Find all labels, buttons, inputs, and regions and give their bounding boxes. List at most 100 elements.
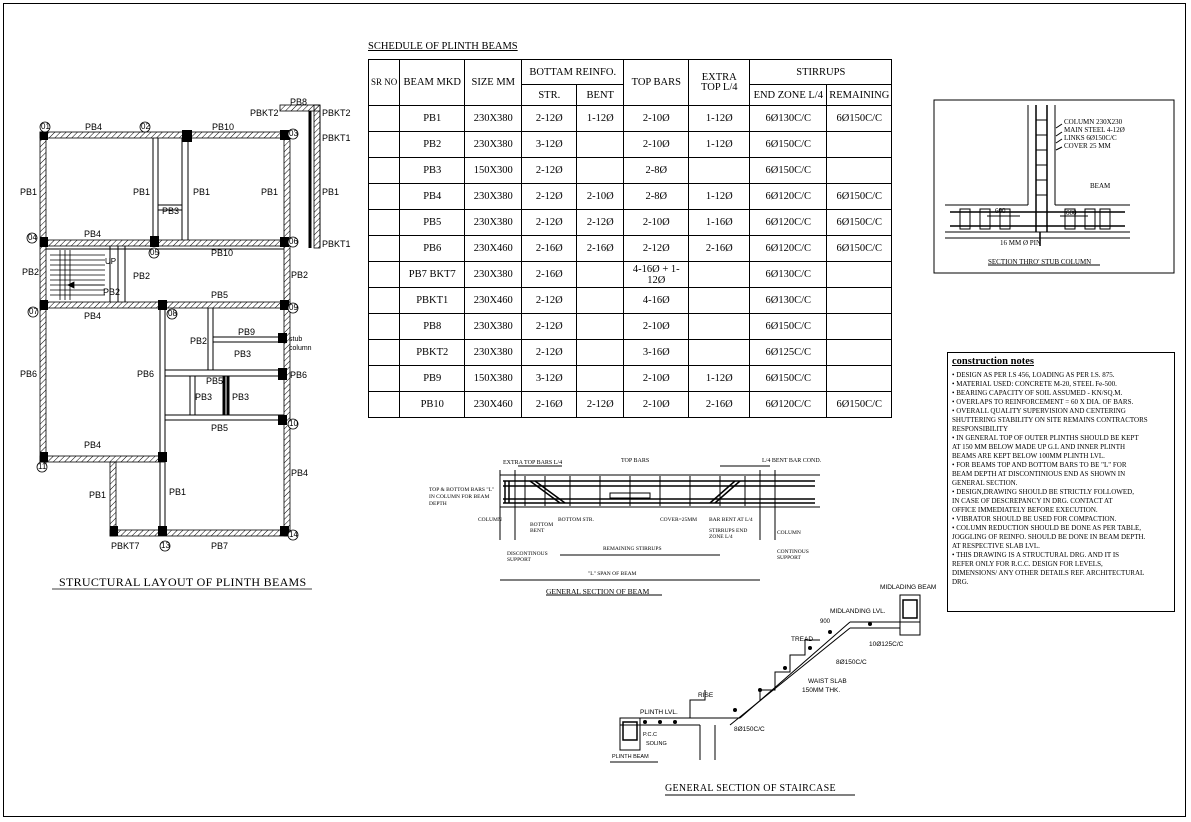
size-cell: 230X460 bbox=[464, 287, 523, 314]
beam-cell: PB2 bbox=[399, 131, 466, 158]
end-zone-cell: 6Ø120C/C bbox=[749, 209, 828, 236]
remaining-cell bbox=[826, 365, 893, 392]
header-end-zone: END ZONE L/4 bbox=[749, 84, 828, 106]
beam-label: PB2 bbox=[190, 336, 208, 346]
beam-cell: PB3 bbox=[399, 157, 466, 184]
stair-bar-dots bbox=[643, 622, 872, 724]
beam-label: PB4 bbox=[291, 468, 309, 478]
end-zone-cell: 6Ø120C/C bbox=[749, 183, 828, 210]
extra-cell: 2-16Ø bbox=[688, 391, 751, 418]
header-str: STR. bbox=[521, 84, 578, 106]
beam-label: PB4 bbox=[84, 440, 102, 450]
beam-label: PB1 bbox=[133, 187, 151, 197]
beam-label-column-right: COLUMN bbox=[777, 530, 801, 536]
note-line: DIMENSIONS/ ANY OTHER DETAILS REF. ARCHI… bbox=[952, 569, 1145, 577]
end-zone-cell: 6Ø120C/C bbox=[749, 391, 828, 418]
plan-beams bbox=[46, 105, 321, 536]
grid-node-11: 11 bbox=[38, 462, 47, 471]
sr-cell bbox=[367, 209, 401, 236]
sr-cell bbox=[367, 183, 401, 210]
beam-label: PB2 bbox=[133, 271, 151, 281]
extra-cell: 1-16Ø bbox=[688, 209, 751, 236]
size-cell: 230X380 bbox=[464, 261, 523, 288]
grid-node-13: 13 bbox=[161, 541, 170, 550]
top-cell: 4-16Ø + 1-12Ø bbox=[623, 261, 690, 288]
grid-node-01: 01 bbox=[41, 122, 50, 131]
plan-walls bbox=[39, 104, 321, 537]
top-cell: 2-10Ø bbox=[623, 365, 690, 392]
remaining-cell bbox=[826, 339, 893, 366]
size-cell: 150X380 bbox=[464, 365, 523, 392]
extra-cell bbox=[688, 261, 751, 288]
sr-cell bbox=[367, 235, 401, 262]
note-line: • IN GENERAL TOP OF OUTER PLINTHS SHOULD… bbox=[952, 434, 1139, 442]
note-line: AT 150 MM BELOW MADE UP G.L AND INNER PL… bbox=[952, 443, 1126, 451]
top-cell: 2-10Ø bbox=[623, 209, 690, 236]
beam-label-top-bars: TOP BARS bbox=[621, 458, 650, 464]
beam-cell: PB10 bbox=[399, 391, 466, 418]
note-line: IN CASE OF DESCREPANCY IN DRG. CONTACT A… bbox=[952, 497, 1113, 505]
header-bent: BENT bbox=[576, 84, 625, 106]
size-cell: 230X380 bbox=[464, 105, 523, 132]
stair-label-tread: TREAD bbox=[791, 636, 814, 643]
beam-label-stirrups-ez: STIRRUPS END ZONE L/4 bbox=[709, 528, 748, 540]
beam-label-bottom-str: BOTTOM STR. bbox=[558, 517, 594, 523]
note-line: GENERAL SECTION. bbox=[952, 479, 1018, 487]
extra-cell bbox=[688, 287, 751, 314]
beam-label: PB3 bbox=[162, 206, 180, 216]
bent-cell bbox=[576, 131, 625, 158]
remaining-cell bbox=[826, 313, 893, 340]
grid-node-04: 04 bbox=[28, 233, 37, 242]
extra-cell: 1-12Ø bbox=[688, 105, 751, 132]
extra-cell: 2-16Ø bbox=[688, 235, 751, 262]
end-zone-cell: 6Ø150C/C bbox=[749, 313, 828, 340]
size-cell: 230X380 bbox=[464, 313, 523, 340]
size-cell: 230X380 bbox=[464, 209, 523, 236]
beam-label: PB5 bbox=[211, 290, 229, 300]
stair-label-waist: WAIST SLAB bbox=[808, 678, 847, 685]
bent-cell bbox=[576, 365, 625, 392]
stair-label-bar2: 8Ø150C/C bbox=[836, 659, 867, 666]
beam-label-cover: COVER=25MM bbox=[660, 517, 698, 523]
sr-cell bbox=[367, 287, 401, 314]
header-extra-top: EXTRA TOP L/4 bbox=[688, 59, 751, 106]
extra-cell: 1-12Ø bbox=[688, 365, 751, 392]
size-cell: 230X380 bbox=[464, 183, 523, 210]
sr-cell bbox=[367, 391, 401, 418]
extra-cell bbox=[688, 157, 751, 184]
stair-label-dim: 900 bbox=[820, 619, 831, 625]
bent-cell bbox=[576, 339, 625, 366]
beam-cell: PB1 bbox=[399, 105, 466, 132]
beam-label: PBKT7 bbox=[111, 541, 140, 551]
beam-label: PB5 bbox=[211, 423, 229, 433]
top-cell: 2-10Ø bbox=[623, 131, 690, 158]
beam-label: PB3 bbox=[234, 349, 252, 359]
top-cell: 2-8Ø bbox=[623, 157, 690, 184]
extra-cell bbox=[688, 313, 751, 340]
beam-label: PBKT1 bbox=[322, 133, 351, 143]
stub-label-pin: 16 MM Ø PIN bbox=[1000, 239, 1042, 247]
note-line: BEAMS ARE KEPT BELOW 100MM PLINTH LVL. bbox=[952, 452, 1105, 460]
header-beam-mkd: BEAM MKD bbox=[399, 59, 466, 106]
note-line: JOGGLING OF REINFO. SHOULD BE DONE IN BE… bbox=[952, 533, 1146, 541]
bent-cell: 2-16Ø bbox=[576, 235, 625, 262]
beam-label: PB2 bbox=[291, 270, 309, 280]
bent-cell: 1-12Ø bbox=[576, 105, 625, 132]
remaining-cell: 6Ø150C/C bbox=[826, 183, 893, 210]
note-line: • COLUMN REDUCTION SHOULD BE DONE AS PER… bbox=[952, 524, 1142, 532]
sr-cell bbox=[367, 365, 401, 392]
stub-label-links: LINKS 6Ø150C/C bbox=[1064, 134, 1117, 142]
beam-cell: PB9 bbox=[399, 365, 466, 392]
stub-label: stub bbox=[289, 336, 303, 343]
grid-node-05: 05 bbox=[150, 248, 159, 257]
stair-label-soling: SOLING bbox=[646, 741, 667, 747]
remaining-cell bbox=[826, 131, 893, 158]
grid-node-10: 10 bbox=[289, 419, 298, 428]
stair-label-mid-lvl: MIDLANDING LVL. bbox=[830, 608, 886, 615]
beam-section-title: GENERAL SECTION OF BEAM bbox=[546, 587, 650, 596]
beam-cell: PB4 bbox=[399, 183, 466, 210]
notes-title: construction notes bbox=[952, 356, 1034, 367]
